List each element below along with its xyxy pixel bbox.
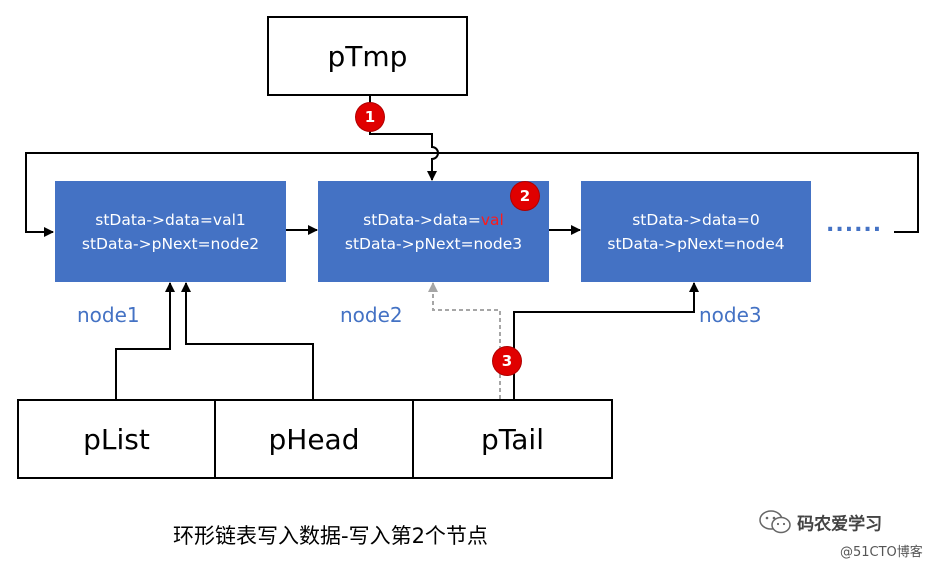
ptail-old-link-arrow [428, 282, 501, 399]
wechat-icon [759, 510, 791, 534]
phead-to-node1-arrow [181, 282, 314, 399]
node2-box: stData->data=val stData->pNext=node3 [318, 181, 549, 282]
node2-data-line: stData->data=val [363, 208, 504, 232]
node3-data-line: stData->data=0 [632, 210, 760, 229]
watermark: 码农爱学习 [758, 509, 882, 535]
node3-box: stData->data=0 stData->pNext=node4 [581, 181, 811, 282]
node1-box: stData->data=val1 stData->pNext=node2 [55, 181, 286, 282]
plist-label: pList [83, 422, 150, 456]
diagram-caption: 环形链表写入数据-写入第2个节点 [173, 524, 488, 548]
plist-box: pList [17, 399, 216, 479]
node2-data-prefix: stData->data= [363, 210, 481, 229]
node2-data-value: val [480, 210, 504, 229]
continuation-ellipsis: ...... [826, 212, 883, 237]
phead-label: pHead [268, 422, 360, 456]
step-badge-2: 2 [511, 182, 539, 210]
ptmp-box: pTmp [267, 16, 468, 96]
ptail-label: pTail [481, 422, 544, 456]
loop-back-link [25, 152, 919, 237]
ptail-to-node3-arrow [513, 282, 699, 399]
ptmp-label: pTmp [327, 39, 408, 73]
watermark-brand: 码农爱学习 [797, 514, 883, 535]
node1-data-line: stData->data=val1 [95, 210, 246, 229]
node1-label: node1 [77, 303, 140, 327]
watermark-blog: @51CTO博客 [840, 545, 923, 560]
node1-next-line: stData->pNext=node2 [81, 234, 260, 253]
phead-box: pHead [214, 399, 414, 479]
node2-label: node2 [340, 303, 403, 327]
ptmp-to-node2-arrow [369, 96, 439, 181]
node2-next-line: stData->pNext=node3 [344, 234, 523, 253]
step-badge-3: 3 [493, 347, 521, 375]
node3-label: node3 [699, 303, 762, 327]
node3-next-line: stData->pNext=node4 [607, 234, 785, 253]
ptail-box: pTail [412, 399, 613, 479]
step-badge-1: 1 [356, 103, 384, 131]
plist-to-node1-arrow [115, 282, 175, 399]
